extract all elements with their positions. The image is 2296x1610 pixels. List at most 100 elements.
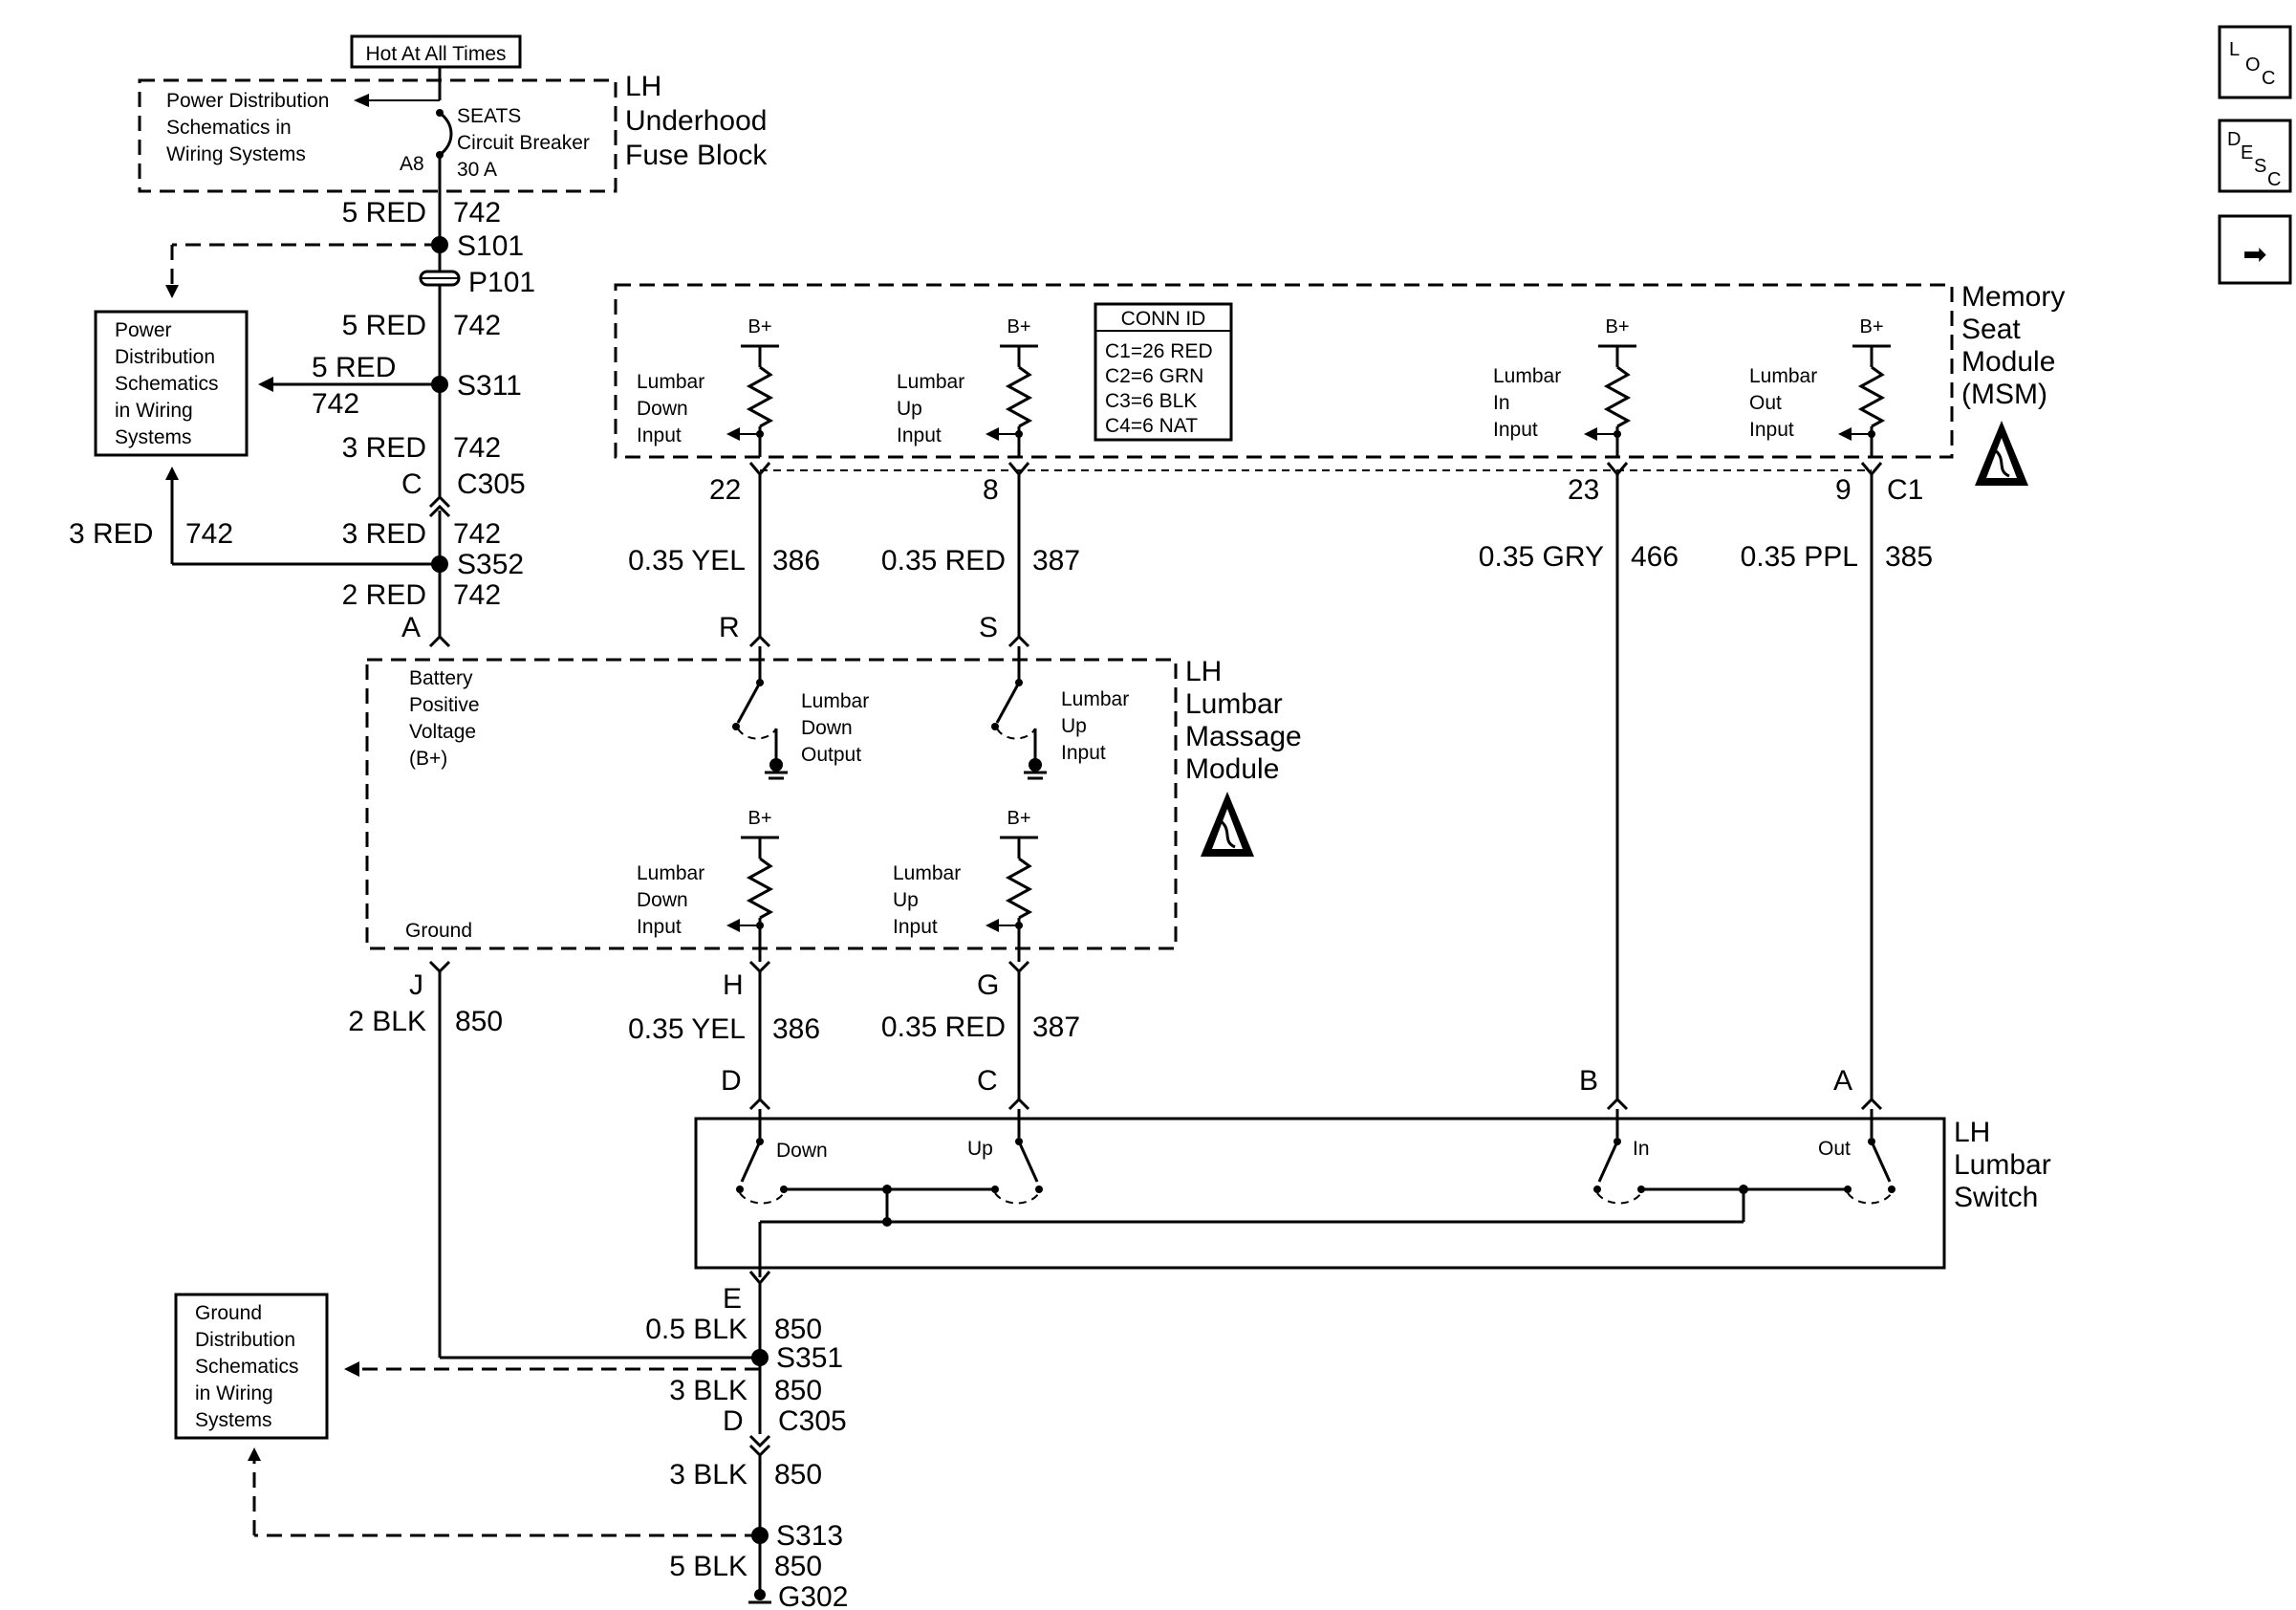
massage-pin-r: R bbox=[719, 612, 740, 643]
massage-title-2: Lumbar bbox=[1185, 688, 1283, 720]
loc-button[interactable]: L O C bbox=[2218, 25, 2292, 99]
power-box-line-4: in Wiring bbox=[115, 400, 193, 422]
switch-pin-a: A bbox=[1833, 1065, 1852, 1097]
massage-in1-label-b: Down bbox=[637, 889, 688, 911]
conn-id-title: CONN ID bbox=[1121, 308, 1206, 330]
conn-id-c4: C4=6 NAT bbox=[1105, 415, 1198, 437]
conn-id-c3: C3=6 BLK bbox=[1105, 390, 1197, 412]
splice-s352-label: S352 bbox=[457, 549, 524, 580]
switch-pin-d: D bbox=[721, 1065, 742, 1097]
switch-in-label: In bbox=[1633, 1138, 1650, 1160]
wire-387-lower-number: 387 bbox=[1032, 1012, 1080, 1043]
msm-in3-label-c: Input bbox=[1493, 419, 1538, 441]
power-ref-text-2: Schematics in bbox=[166, 117, 292, 139]
msm-pin-23: 23 bbox=[1568, 474, 1599, 506]
massage-out1-label-a: Lumbar bbox=[801, 690, 869, 712]
massage-pin-s: S bbox=[979, 612, 998, 643]
in-switch-contact bbox=[1593, 1109, 1645, 1205]
wire-850-1-gauge: 2 BLK bbox=[348, 1006, 426, 1037]
switch-pin-e: E bbox=[723, 1283, 742, 1315]
msm-pin-9: 9 bbox=[1835, 474, 1852, 506]
breaker-label-1: SEATS bbox=[457, 105, 521, 127]
wire-850-2-number: 850 bbox=[774, 1314, 822, 1345]
msm-in3-label-a: Lumbar bbox=[1493, 365, 1561, 387]
pin-22-chevron bbox=[748, 462, 771, 477]
massage-in1-label-c: Input bbox=[637, 916, 682, 938]
breaker-pin-label: A8 bbox=[400, 153, 424, 175]
wire-4-gauge: 3 RED bbox=[342, 432, 426, 464]
lumbar-down-output-switch bbox=[732, 646, 788, 780]
msm-connector-c1: C1 bbox=[1887, 474, 1923, 506]
wire-385-number: 385 bbox=[1885, 541, 1933, 573]
power-ref-text-1: Power Distribution bbox=[166, 90, 329, 112]
lumbar-switch-outline bbox=[694, 1117, 1946, 1270]
ground-box-line-4: in Wiring bbox=[195, 1382, 273, 1404]
splice-s313-label: S313 bbox=[776, 1520, 843, 1552]
ground-box-line-1: Ground bbox=[195, 1302, 262, 1324]
msm-in2-label-b: Up bbox=[897, 398, 922, 420]
s352-branch-arrow bbox=[165, 467, 179, 480]
msm-title-3: Module bbox=[1961, 346, 2055, 378]
breaker-contact-top bbox=[436, 109, 444, 117]
conn-id-c1: C1=26 RED bbox=[1105, 340, 1213, 362]
desc-button-letter-1: D bbox=[2227, 129, 2241, 150]
wire-466-gauge: 0.35 GRY bbox=[1479, 541, 1604, 573]
msm-in4-label-a: Lumbar bbox=[1749, 365, 1817, 387]
pin-s-chevron bbox=[1007, 634, 1030, 648]
msm-in4-label-b: Out bbox=[1749, 392, 1782, 414]
massage-title-3: Massage bbox=[1185, 721, 1302, 752]
msm-in4-label-c: Input bbox=[1749, 419, 1794, 441]
c305-bottom-chevron-1 bbox=[748, 1434, 771, 1448]
ground-distribution-ref-box bbox=[174, 1293, 329, 1440]
ground-g302-label: G302 bbox=[778, 1581, 848, 1610]
power-box-line-5: Systems bbox=[115, 426, 192, 448]
msm-outline bbox=[614, 283, 1954, 459]
pin-h-chevron bbox=[748, 960, 771, 974]
wire-386-gauge: 0.35 YEL bbox=[628, 545, 746, 577]
hot-at-all-times-box bbox=[350, 34, 522, 69]
ground-box-line-2: Distribution bbox=[195, 1329, 295, 1351]
wire-7-number: 742 bbox=[453, 579, 501, 611]
wire-386-number: 386 bbox=[772, 545, 820, 577]
splice-s351-label: S351 bbox=[776, 1342, 843, 1374]
pin-a-chevron bbox=[428, 634, 451, 648]
msm-in3-label-b: In bbox=[1493, 392, 1510, 414]
ground-g302-dot bbox=[754, 1589, 766, 1600]
breaker-arc bbox=[439, 111, 453, 157]
wire-6-gauge: 3 RED bbox=[342, 518, 426, 550]
next-page-button[interactable]: ➡ bbox=[2218, 214, 2292, 285]
msm-bplus-2: B+ bbox=[1007, 316, 1030, 337]
c305-bottom-pin: D bbox=[723, 1405, 744, 1437]
desc-button-letter-2: E bbox=[2241, 142, 2253, 163]
wire-6-number: 742 bbox=[453, 518, 501, 550]
msm-pin-8: 8 bbox=[983, 474, 999, 506]
msm-in2-label-a: Lumbar bbox=[897, 371, 964, 393]
massage-out2-label-b: Up bbox=[1061, 715, 1087, 737]
loc-button-letter-2: O bbox=[2245, 54, 2261, 76]
msm-in1-label-b: Down bbox=[637, 398, 688, 420]
breaker-label-2: Circuit Breaker bbox=[457, 132, 590, 154]
power-box-line-3: Schematics bbox=[115, 373, 219, 395]
massage-bplus-1: B+ bbox=[747, 808, 771, 829]
massage-pin-h: H bbox=[723, 969, 744, 1001]
wire-850-3-number: 850 bbox=[774, 1375, 822, 1406]
switch-pin-b: B bbox=[1579, 1065, 1598, 1097]
wire-385-gauge: 0.35 PPL bbox=[1741, 541, 1858, 573]
wire-850-3-gauge: 3 BLK bbox=[669, 1375, 747, 1406]
massage-title-1: LH bbox=[1185, 656, 1222, 687]
msm-in2-label-c: Input bbox=[897, 424, 942, 446]
switch-title-3: Switch bbox=[1954, 1182, 2038, 1213]
massage-bplus-2: B+ bbox=[1007, 808, 1030, 829]
msm-bplus-4: B+ bbox=[1859, 316, 1883, 337]
desc-button[interactable]: D E S C bbox=[2218, 119, 2292, 193]
switch-title-2: Lumbar bbox=[1954, 1149, 2051, 1181]
switch-pin-a-chevron bbox=[1860, 1097, 1883, 1111]
pin-r-chevron bbox=[748, 634, 771, 648]
c305-top-pin: C bbox=[401, 468, 422, 500]
massage-ground-label: Ground bbox=[405, 920, 472, 942]
s313-ref-arrow bbox=[248, 1447, 261, 1461]
massage-in1-label-a: Lumbar bbox=[637, 862, 704, 884]
c305-top-label: C305 bbox=[457, 468, 526, 500]
loc-button-letter-1: L bbox=[2229, 39, 2240, 60]
msm-in1-label-c: Input bbox=[637, 424, 682, 446]
